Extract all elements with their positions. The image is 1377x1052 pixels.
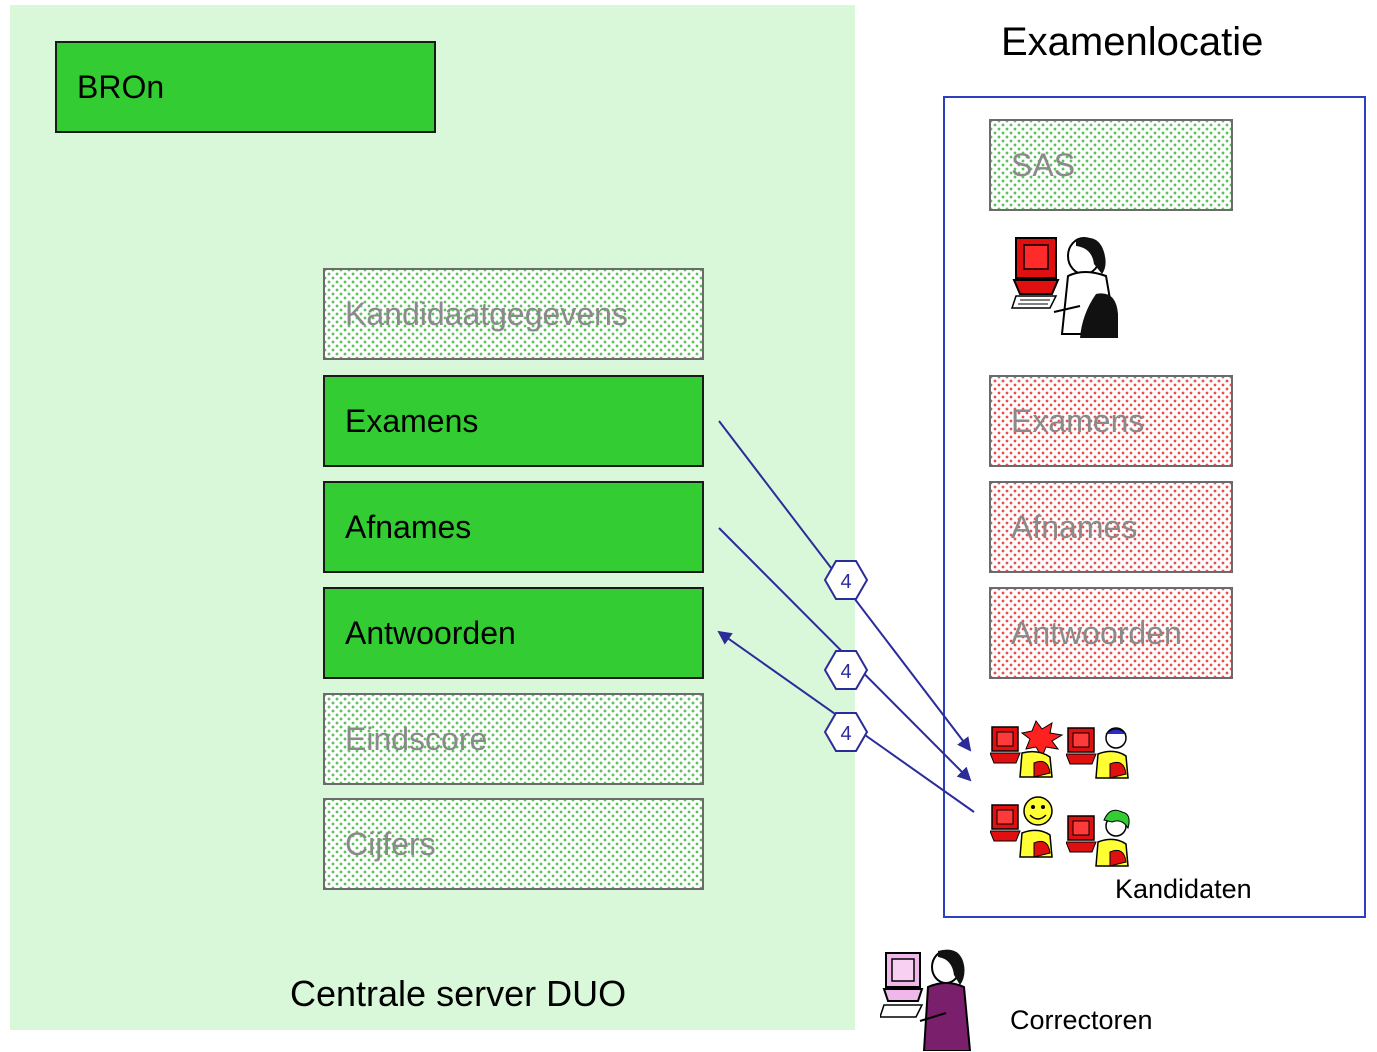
kandidaten-label: Kandidaten bbox=[1115, 874, 1252, 904]
locatie-title: Examenlocatie bbox=[1001, 20, 1264, 64]
server-item-label: Examens bbox=[345, 402, 479, 439]
locatie-item-afnames: Afnames bbox=[989, 481, 1233, 573]
sas-label: SAS bbox=[1011, 146, 1076, 183]
server-item-label: Kandidaatgegevens bbox=[345, 295, 628, 332]
server-item-label: Cijfers bbox=[345, 825, 436, 862]
candidate-icon bbox=[990, 796, 1053, 858]
server-item-label: Afnames bbox=[345, 508, 472, 545]
server-item-examens: Examens bbox=[323, 375, 704, 467]
sas-box: SAS bbox=[989, 119, 1233, 211]
server-item-label: Eindscore bbox=[345, 720, 488, 757]
correctoren-label: Correctoren bbox=[1010, 1005, 1153, 1035]
locatie-item-label: Afnames bbox=[1011, 508, 1138, 545]
server-item-cijfers: Cijfers bbox=[323, 798, 704, 890]
server-item-kandidaatgegevens: Kandidaatgegevens bbox=[323, 268, 704, 360]
bron-box: BROn bbox=[55, 41, 436, 133]
server-item-antwoorden: Antwoorden bbox=[323, 587, 704, 679]
candidate-icon bbox=[990, 719, 1064, 778]
server-item-afnames: Afnames bbox=[323, 481, 704, 573]
candidate-icon bbox=[1066, 727, 1129, 779]
bron-label: BROn bbox=[77, 68, 165, 105]
candidate-icon bbox=[1066, 809, 1130, 867]
sas-operator-icon bbox=[1010, 237, 1118, 338]
server-title: Centrale server DUO bbox=[290, 973, 627, 1014]
locatie-item-label: Examens bbox=[1011, 402, 1145, 439]
locatie-item-examens: Examens bbox=[989, 375, 1233, 467]
correctoren-icon bbox=[880, 949, 972, 1051]
server-item-label: Antwoorden bbox=[345, 614, 516, 651]
locatie-item-antwoorden: Antwoorden bbox=[989, 587, 1233, 679]
server-item-eindscore: Eindscore bbox=[323, 693, 704, 785]
locatie-item-label: Antwoorden bbox=[1011, 614, 1182, 651]
